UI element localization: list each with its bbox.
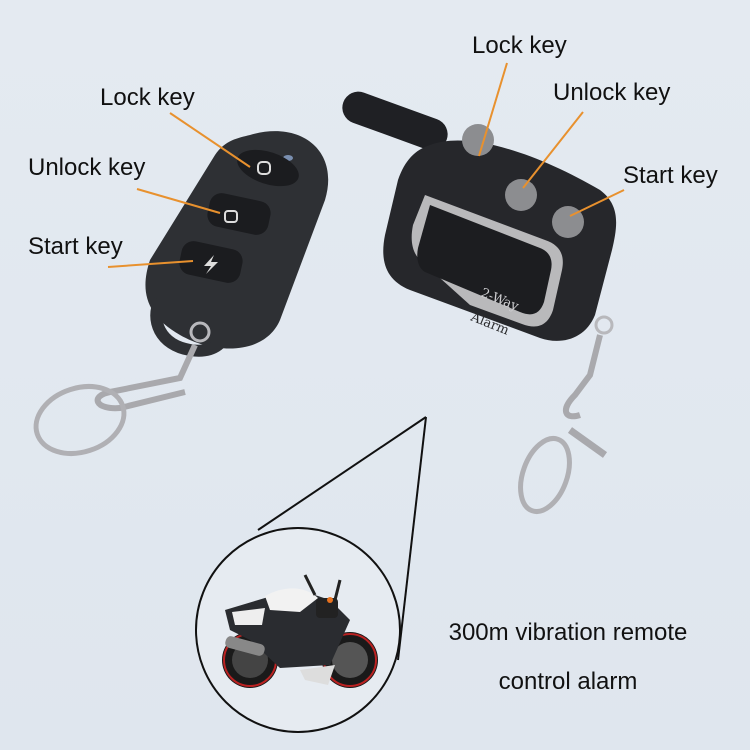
left-start-key-label: Start key (28, 233, 123, 260)
right-remote: 2-Way Alarm (342, 91, 617, 514)
lightning-icon (204, 255, 218, 274)
left-lock-button (237, 149, 299, 187)
left-unlock-key-label: Unlock key (28, 154, 146, 181)
left-remote (33, 131, 329, 456)
left-lock-key-label: Lock key (100, 84, 195, 111)
left-start-button (179, 241, 243, 283)
left-unlock-button (207, 193, 271, 235)
antenna (342, 91, 448, 151)
unlock-icon (224, 210, 238, 223)
lock-icon (257, 161, 271, 175)
leader-lines (107, 62, 625, 268)
right-lock-key-label: Lock key (472, 32, 567, 59)
right-lock-button (462, 124, 494, 156)
caption-line-1: 300m vibration remote (448, 619, 688, 646)
right-start-key-label: Start key (623, 162, 718, 189)
right-unlock-button (505, 179, 537, 211)
callout (195, 416, 427, 733)
caption-line-2: control alarm (498, 668, 638, 695)
motorcycle-image (222, 574, 378, 688)
right-unlock-key-label: Unlock key (553, 79, 671, 106)
